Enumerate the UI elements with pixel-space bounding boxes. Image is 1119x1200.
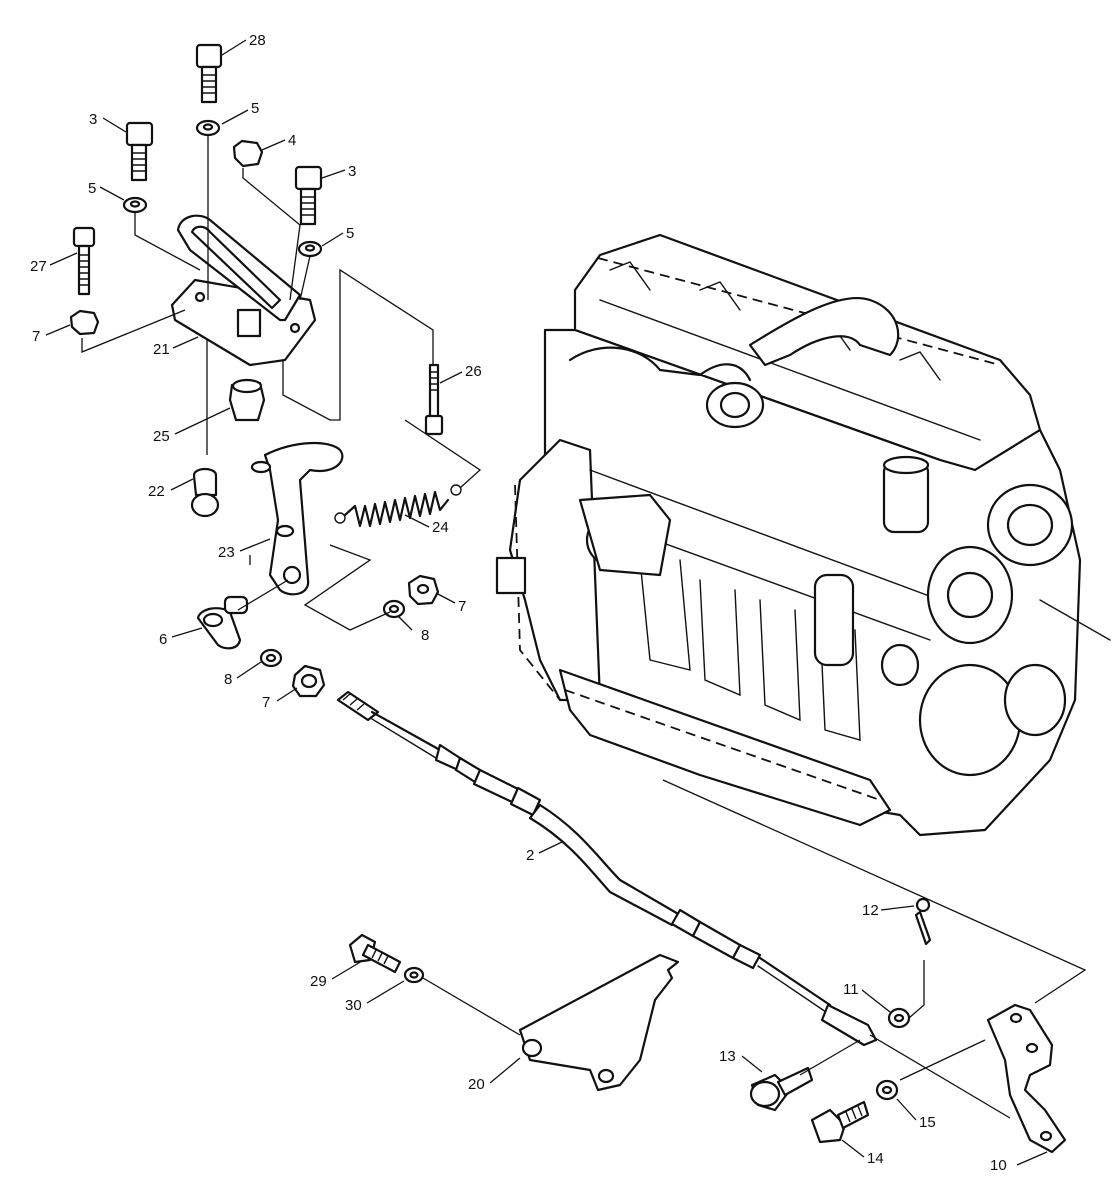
fuel-filter	[813, 573, 855, 667]
fitting-22	[190, 467, 220, 518]
washer-8-right	[382, 599, 406, 619]
callout-3-left: 3	[89, 111, 97, 128]
callout-leaders	[45, 39, 1048, 1166]
timing-cover	[918, 663, 1022, 777]
throttle-cable-2	[336, 690, 878, 1047]
callout-22: 22	[148, 483, 165, 500]
washer-5-top	[195, 119, 221, 137]
callout-11: 11	[843, 981, 859, 998]
callout-7-right: 7	[458, 598, 466, 615]
callout-25: 25	[153, 428, 170, 445]
callout-3-right: 3	[348, 163, 356, 180]
callout-21: 21	[153, 341, 170, 358]
washer-30	[403, 966, 425, 984]
callout-10: 10	[990, 1157, 1007, 1174]
callout-labels: 28 5 3 4 3 5 5 27 7 21 26 25 22 24 23 6 …	[30, 32, 1007, 1174]
callout-2: 2	[526, 847, 534, 864]
bracket-20	[518, 953, 680, 1092]
callout-8-right: 8	[421, 627, 429, 644]
lever-23	[250, 442, 344, 596]
bolt-14	[810, 1100, 870, 1144]
callout-4: 4	[288, 132, 296, 149]
callout-15: 15	[919, 1114, 936, 1131]
callout-8-left: 8	[224, 671, 232, 688]
callout-7-left: 7	[32, 328, 40, 345]
bolt-3-right	[294, 165, 323, 226]
spring-24	[334, 484, 462, 528]
washer-5-left	[122, 196, 148, 214]
nut-7-left	[69, 309, 100, 336]
clip-12	[914, 897, 932, 946]
bolt-29	[348, 933, 402, 974]
nut-4	[232, 139, 264, 168]
callout-28: 28	[249, 32, 266, 49]
callout-5-left: 5	[88, 180, 96, 197]
callout-23: 23	[218, 544, 235, 561]
callout-5-top: 5	[251, 100, 259, 117]
callout-30: 30	[345, 997, 362, 1014]
callout-26: 26	[465, 363, 482, 380]
callout-12: 12	[862, 902, 879, 919]
nut-7-right	[407, 574, 440, 606]
washer-15	[875, 1079, 899, 1101]
assembly-lines	[81, 135, 1087, 1119]
left-mount-pad	[495, 556, 527, 595]
callout-5-right: 5	[346, 225, 354, 242]
bolt-3-left	[125, 121, 154, 182]
bracket-10	[986, 1003, 1067, 1154]
washer-5-right	[297, 240, 323, 258]
callout-6: 6	[159, 631, 167, 648]
pivot-fitting-6	[196, 595, 249, 650]
washer-8-left	[259, 648, 283, 668]
bolt-26	[424, 363, 444, 436]
mounting-bracket-21	[170, 214, 317, 367]
bolt-28	[195, 43, 223, 104]
callout-27: 27	[30, 258, 47, 275]
washer-11	[887, 1007, 911, 1029]
bolt-27	[72, 226, 96, 296]
callout-24: 24	[432, 519, 449, 536]
bushing-25	[228, 378, 266, 422]
pin-13	[749, 1066, 814, 1112]
callout-13: 13	[719, 1048, 736, 1065]
callout-20: 20	[468, 1076, 485, 1093]
engine-block	[495, 233, 1111, 837]
nut-7-lower	[291, 664, 326, 698]
callout-29: 29	[310, 973, 327, 990]
callout-14: 14	[867, 1150, 884, 1167]
callout-7-lower: 7	[262, 694, 270, 711]
